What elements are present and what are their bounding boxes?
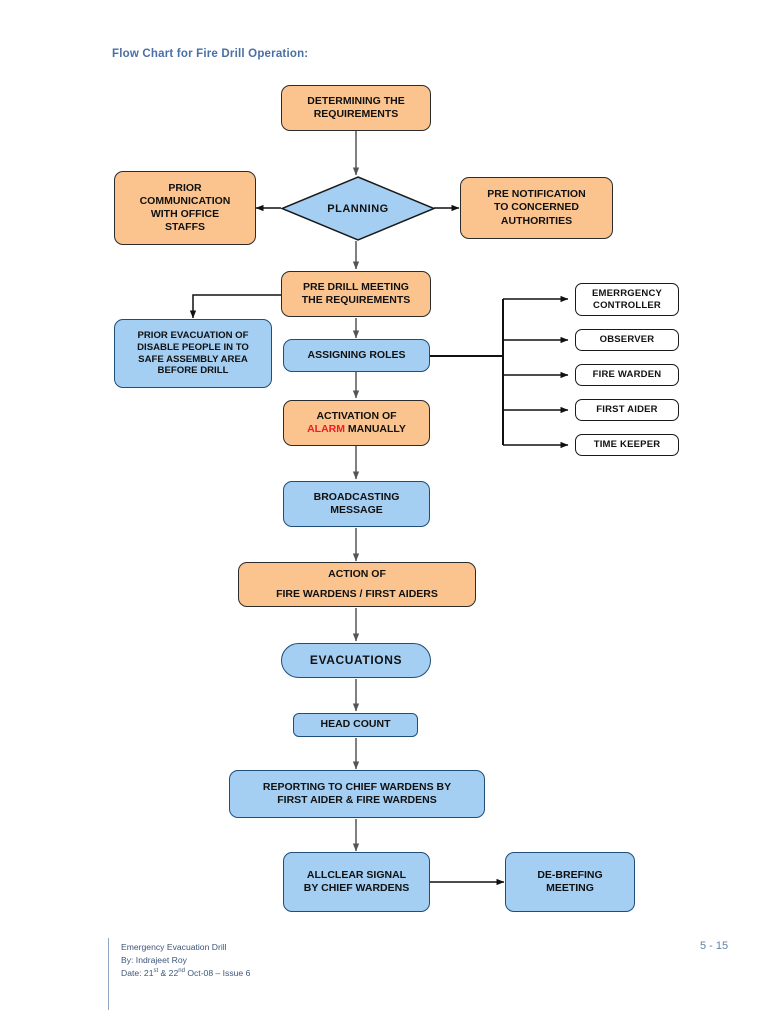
- node-action-line2: FIRE WARDENS / FIRST AIDERS: [276, 588, 438, 600]
- node-action-line1: ACTION OF: [328, 567, 386, 580]
- node-activation-line1: ACTIVATION OF: [316, 409, 397, 422]
- node-pre-notification-line3: AUTHORITIES: [500, 214, 573, 227]
- node-allclear-line2: BY CHIEF WARDENS: [303, 882, 410, 894]
- footer-text-block: Emergency Evacuation Drill By: Indrajeet…: [121, 941, 250, 980]
- node-pre-notification[interactable]: PRE NOTIFICATION TO CONCERNED AUTHORITIE…: [460, 177, 613, 239]
- node-pre-drill-line2: THE REQUIREMENTS: [301, 294, 411, 306]
- node-head-count[interactable]: HEAD COUNT: [293, 713, 418, 737]
- footer-date-suffix: Oct-08 – Issue 6: [184, 967, 251, 978]
- role-0-line1: EMERRGENCY: [591, 287, 663, 299]
- node-prior-evacuation-line3: SAFE ASSEMBLY AREA: [138, 353, 248, 365]
- footer-line-2: By: Indrajeet Roy: [121, 954, 187, 965]
- node-broadcasting-line1: BROADCASTING: [313, 490, 400, 503]
- node-assigning-roles[interactable]: ASSIGNING ROLES: [283, 339, 430, 372]
- node-broadcasting-message[interactable]: BROADCASTING MESSAGE: [283, 481, 430, 527]
- node-assigning-roles-label: ASSIGNING ROLES: [307, 348, 406, 361]
- node-reporting-line1: REPORTING TO CHIEF WARDENS BY: [262, 780, 452, 793]
- node-prior-evacuation-line1: PRIOR EVACUATION OF: [137, 329, 249, 341]
- node-prior-evacuation[interactable]: PRIOR EVACUATION OF DISABLE PEOPLE IN TO…: [114, 319, 272, 388]
- footer-line-1: Emergency Evacuation Drill: [121, 942, 227, 952]
- node-prior-communication[interactable]: PRIOR COMMUNICATION WITH OFFICE STAFFS: [114, 171, 256, 245]
- node-planning-label: PLANNING: [327, 202, 389, 215]
- planning-diamond-shape: [281, 176, 435, 241]
- node-prior-communication-line3: WITH OFFICE: [150, 208, 220, 220]
- node-reporting-line2: FIRST AIDER & FIRE WARDENS: [277, 794, 437, 806]
- node-debriefing-line2: MEETING: [546, 882, 594, 894]
- alarm-keyword: ALARM: [307, 423, 346, 435]
- node-debriefing-line1: DE-BREFING: [537, 868, 603, 881]
- connector-predrill-to-prior-evacuation: [189, 294, 281, 319]
- node-broadcasting-line2: MESSAGE: [330, 504, 383, 516]
- activation-manually-text: MANUALLY: [345, 423, 406, 435]
- role-4-line1: TIME KEEPER: [593, 439, 661, 451]
- role-1-line1: OBSERVER: [599, 334, 655, 346]
- node-debriefing-meeting[interactable]: DE-BREFING MEETING: [505, 852, 635, 912]
- node-determining-line2: REQUIREMENTS: [313, 108, 399, 120]
- footer-date-mid: & 22: [158, 967, 179, 978]
- role-box-fire-warden[interactable]: FIRE WARDEN: [575, 364, 679, 386]
- page-number: 5 - 15: [700, 940, 729, 952]
- footer-date-sup1: st: [153, 967, 159, 974]
- node-prior-communication-line2: COMMUNICATION: [139, 194, 231, 207]
- node-activation-line2: ALARM MANUALLY: [307, 423, 406, 436]
- node-determining-line1: DETERMINING THE: [307, 94, 405, 107]
- node-pre-drill-line1: PRE DRILL MEETING: [303, 280, 409, 293]
- role-0-line2: CONTROLLER: [593, 299, 661, 311]
- node-evacuations-label: EVACUATIONS: [309, 653, 403, 667]
- node-pre-notification-line1: PRE NOTIFICATION: [487, 188, 586, 201]
- node-action-of-wardens[interactable]: ACTION OF FIRE WARDENS / FIRST AIDERS: [238, 562, 476, 607]
- footer-date-prefix: Date: 21: [121, 967, 154, 978]
- node-prior-evacuation-line4: BEFORE DRILL: [157, 365, 229, 377]
- role-box-observer[interactable]: OBSERVER: [575, 329, 679, 351]
- node-evacuations[interactable]: EVACUATIONS: [281, 643, 431, 678]
- role-box-time-keeper[interactable]: TIME KEEPER: [575, 434, 679, 456]
- node-reporting-chief-wardens[interactable]: REPORTING TO CHIEF WARDENS BY FIRST AIDE…: [229, 770, 485, 818]
- node-allclear-signal[interactable]: ALLCLEAR SIGNAL BY CHIEF WARDENS: [283, 852, 430, 912]
- footer-vertical-rule: [108, 938, 110, 1010]
- role-3-line1: FIRST AIDER: [596, 404, 658, 416]
- node-head-count-label: HEAD COUNT: [320, 718, 391, 731]
- page-title: Flow Chart for Fire Drill Operation:: [112, 48, 309, 60]
- node-prior-evacuation-line2: DISABLE PEOPLE IN TO: [137, 341, 249, 353]
- footer-line-3-date: Date: 21st & 22nd Oct-08 – Issue 6: [121, 967, 250, 980]
- node-pre-notification-line2: TO CONCERNED: [494, 201, 579, 214]
- node-pre-drill-meeting[interactable]: PRE DRILL MEETING THE REQUIREMENTS: [281, 271, 431, 317]
- role-box-emergency-controller[interactable]: EMERRGENCY CONTROLLER: [575, 283, 679, 316]
- node-prior-communication-line4: STAFFS: [164, 221, 206, 234]
- role-box-first-aider[interactable]: FIRST AIDER: [575, 399, 679, 421]
- node-activation-alarm[interactable]: ACTIVATION OF ALARM MANUALLY: [283, 400, 430, 446]
- footer-date-sup2: nd: [178, 967, 185, 974]
- node-allclear-line1: ALLCLEAR SIGNAL: [306, 868, 407, 881]
- node-prior-communication-line1: PRIOR: [168, 181, 202, 194]
- node-planning-decision[interactable]: PLANNING: [281, 176, 435, 241]
- role-2-line1: FIRE WARDEN: [592, 369, 662, 381]
- node-determining-requirements[interactable]: DETERMINING THE REQUIREMENTS: [281, 85, 431, 131]
